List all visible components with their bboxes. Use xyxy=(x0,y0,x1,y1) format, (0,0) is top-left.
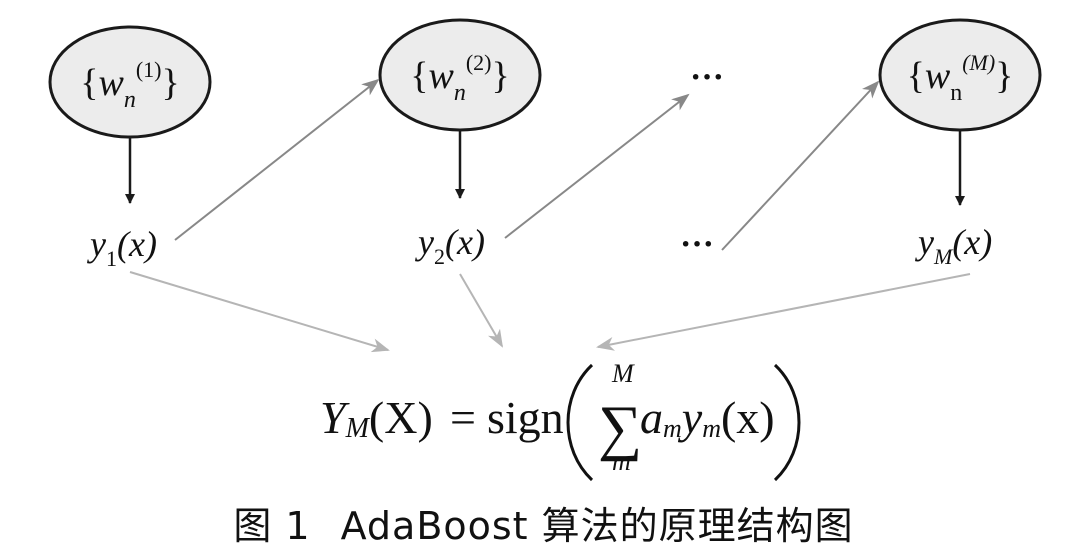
sum-symbol: ∑ xyxy=(598,394,642,462)
arrow-y1-to-w2 xyxy=(174,78,380,241)
weight-1-sub: n xyxy=(124,87,136,113)
caption-title: AdaBoost 算法的原理结构图 xyxy=(340,504,854,548)
formula-lhs: YM(X) xyxy=(320,392,433,444)
weight-node-M: {wn(M)} xyxy=(878,18,1042,132)
svg-text:{wn(2)}: {wn(2)} xyxy=(410,50,510,106)
arrow-yM-to-formula xyxy=(596,273,971,351)
ellipsis-middle: ··· xyxy=(680,226,714,263)
big-left-paren xyxy=(566,363,594,482)
weight-2-sup: (2) xyxy=(466,50,492,75)
weight-2-sub: n xyxy=(454,80,466,106)
output-y2: y2(x) xyxy=(415,222,485,269)
output-y1: y1(x) xyxy=(87,224,157,271)
caption-label: 图 1 xyxy=(233,504,311,548)
formula: YM(X) = sign M ∑ m amym(x) xyxy=(320,359,801,482)
weight-node-2: {wn(2)} xyxy=(378,18,542,132)
formula-sign: sign xyxy=(487,392,564,443)
output-yM: yM(x) xyxy=(915,222,992,269)
weight-1-sup: (1) xyxy=(136,57,162,82)
weight-M-sup: (M) xyxy=(962,50,995,75)
sum-term: amym(x) xyxy=(640,392,775,443)
weight-node-1: {wn(1)} xyxy=(48,25,212,139)
ellipsis-top: ··· xyxy=(690,59,724,96)
figure-caption: 图 1 AdaBoost 算法的原理结构图 xyxy=(0,495,1087,550)
big-right-paren xyxy=(773,363,801,482)
formula-equals: = xyxy=(450,392,476,443)
weight-M-sub: n xyxy=(950,80,962,106)
svg-text:{wn(M)}: {wn(M)} xyxy=(907,50,1014,106)
svg-text:{wn(1)}: {wn(1)} xyxy=(80,57,180,113)
arrow-prev-to-wM xyxy=(721,80,880,251)
sum-upper: M xyxy=(611,359,635,388)
arrow-y2-to-next xyxy=(504,93,690,239)
arrow-y2-to-formula xyxy=(459,273,504,348)
arrow-y1-to-formula xyxy=(129,271,390,353)
sum-lower: m xyxy=(612,447,631,476)
